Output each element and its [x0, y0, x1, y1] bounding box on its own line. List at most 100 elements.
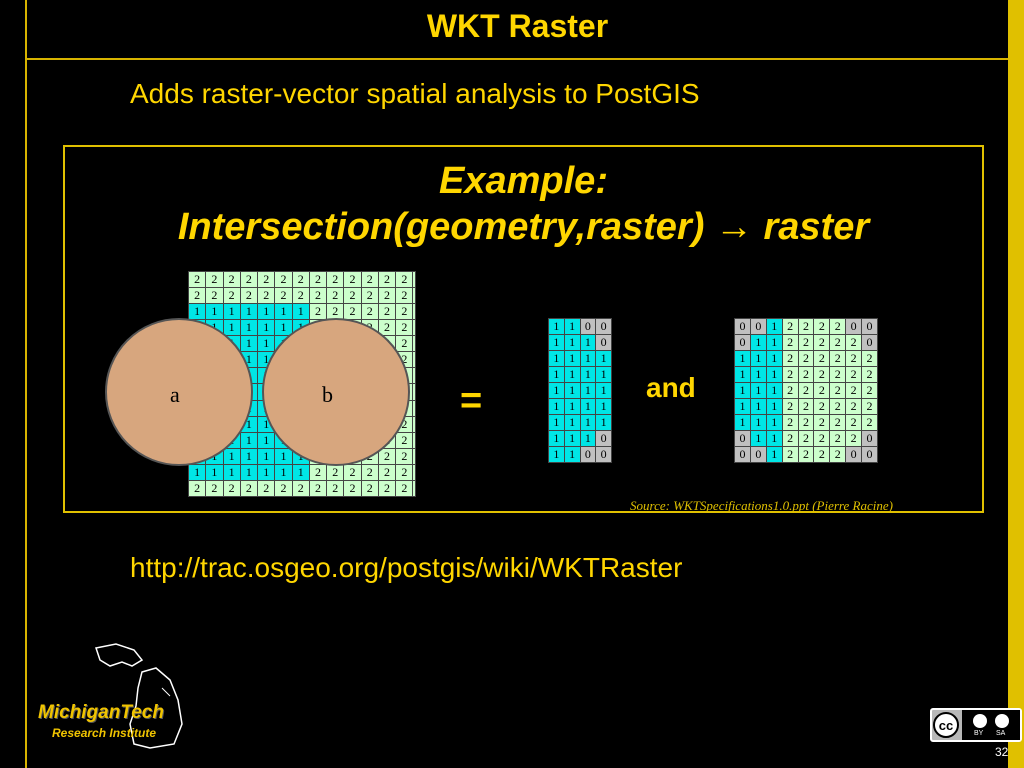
cc-license-icon: cc: [933, 710, 1020, 740]
equals-sign: =: [460, 380, 483, 422]
grid-cell: 1: [749, 382, 767, 399]
grid-cell: 2: [395, 463, 414, 481]
grid-cell: 2: [343, 303, 362, 321]
grid-cell: 1: [765, 366, 783, 383]
grid-cell: 2: [274, 479, 293, 498]
grid-cell: 1: [548, 414, 565, 431]
grid-cell: 2: [829, 430, 847, 447]
slide-title: WKT Raster: [426, 8, 609, 44]
grid-cell: 1: [749, 350, 767, 367]
grid-cell: 0: [734, 334, 751, 351]
grid-cell: 1: [548, 318, 565, 335]
grid-cell: 2: [797, 382, 815, 399]
grid-cell: 2: [360, 287, 379, 305]
grid-cell: 2: [829, 366, 847, 383]
example-heading-line2: Intersection(geometry,raster) → raster: [177, 206, 870, 248]
grid-cell: 1: [563, 366, 581, 383]
grid-cell: 2: [343, 287, 362, 305]
grid-cell: 2: [781, 382, 799, 399]
grid-cell: 2: [813, 318, 831, 335]
grid-cell: [412, 287, 416, 305]
grid-cell: 1: [239, 431, 259, 449]
page-number: 32: [995, 745, 1009, 759]
grid-cell: 1: [274, 463, 293, 481]
cc-sa-label: SA: [996, 730, 1006, 737]
grid-cell: 1: [548, 430, 565, 447]
grid-cell: 1: [548, 350, 565, 367]
grid-cell: 1: [239, 319, 259, 337]
grid-cell: 2: [845, 430, 862, 447]
grid-cell: 2: [395, 335, 414, 353]
grid-cell: 0: [595, 446, 612, 463]
grid-cell: 1: [734, 398, 751, 415]
grid-cell: 1: [563, 398, 581, 415]
grid-cell: 2: [813, 334, 831, 351]
grid-cell: 1: [548, 398, 565, 415]
grid-cell: 0: [861, 430, 878, 447]
grid-cell: 2: [797, 446, 815, 463]
grid-cell: 0: [595, 430, 612, 447]
grid-cell: 0: [579, 318, 597, 335]
grid-cell: 2: [813, 430, 831, 447]
grid-cell: 2: [343, 270, 362, 289]
grid-cell: 1: [563, 446, 581, 463]
grid-cell: 2: [797, 350, 815, 367]
grid-cell: 2: [308, 287, 328, 305]
logo-subtitle: Research Institute: [52, 726, 157, 740]
michigan-map-icon: [95, 643, 183, 749]
logo-wordmark: MichiganTech: [38, 702, 164, 723]
grid-cell: 2: [239, 287, 259, 305]
right-accent-band: [1008, 0, 1024, 768]
grid-cell: 2: [377, 463, 397, 481]
grid-cell: 2: [187, 479, 207, 498]
grid-cell: 0: [845, 318, 862, 335]
grid-cell: 1: [563, 382, 581, 399]
grid-cell: 1: [749, 366, 767, 383]
michigan-tech-logo: MichiganTech Research Institute: [38, 640, 198, 760]
grid-cell: 1: [579, 334, 597, 351]
circle-a-label: a: [170, 382, 180, 407]
grid-cell: 2: [797, 318, 815, 335]
grid-cell: 1: [548, 334, 565, 351]
grid-cell: 1: [595, 350, 612, 367]
grid-cell: 2: [813, 350, 831, 367]
grid-cell: 2: [205, 479, 224, 498]
grid-cell: 1: [579, 382, 597, 399]
grid-cell: 0: [861, 334, 878, 351]
grid-cell: 1: [579, 366, 597, 383]
grid-cell: 2: [845, 334, 862, 351]
grid-cell: 2: [222, 270, 241, 289]
grid-cell: 2: [257, 287, 276, 305]
grid-cell: [412, 270, 416, 289]
grid-cell: 1: [579, 430, 597, 447]
grid-cell: [412, 431, 416, 449]
grid-cell: 2: [222, 287, 241, 305]
grid-cell: 1: [563, 318, 581, 335]
grid-cell: 1: [257, 335, 276, 353]
grid-cell: 1: [222, 447, 241, 465]
grid-cell: 1: [239, 463, 259, 481]
grid-cell: 2: [797, 414, 815, 431]
grid-cell: [412, 367, 416, 385]
grid-cell: 1: [579, 398, 597, 415]
grid-cell: 2: [845, 398, 862, 415]
grid-cell: 2: [291, 270, 310, 289]
grid-cell: 1: [222, 319, 241, 337]
grid-cell: 1: [765, 398, 783, 415]
example-heading: Example: Intersection(geometry,raster) →…: [63, 158, 984, 250]
grid-cell: 2: [845, 414, 862, 431]
grid-cell: 2: [797, 334, 815, 351]
grid-cell: 0: [861, 446, 878, 463]
grid-cell: 0: [595, 334, 612, 351]
